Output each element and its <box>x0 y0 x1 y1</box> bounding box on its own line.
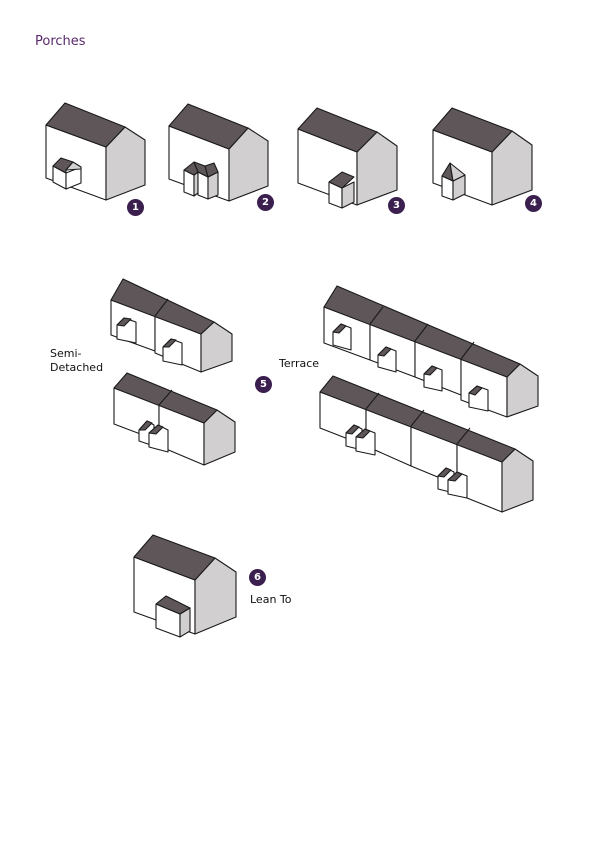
terrace-top <box>323 285 539 418</box>
badge-6: 6 <box>249 569 266 586</box>
semi-detached-label-line2: Detached <box>50 361 104 374</box>
terrace-bottom <box>319 375 534 513</box>
badge-1: 1 <box>127 199 144 216</box>
house-1 <box>45 102 146 201</box>
badge-3: 3 <box>388 197 405 214</box>
semi-detached-bottom <box>113 372 236 466</box>
terrace-label: Terrace <box>279 357 320 370</box>
house-3 <box>297 107 398 209</box>
house-2 <box>168 103 269 202</box>
page-title: Porches <box>35 34 86 49</box>
semi-detached-label-line1: Semi- <box>50 347 82 360</box>
badge-5: 5 <box>255 376 272 393</box>
badge-2: 2 <box>257 194 274 211</box>
badge-4: 4 <box>525 195 542 212</box>
house-6-lean-to <box>133 534 237 638</box>
lean-to-label: Lean To <box>250 593 292 606</box>
semi-detached-top <box>110 278 233 373</box>
semi-detached-label: Semi- Detached <box>50 347 103 375</box>
house-4 <box>432 107 533 206</box>
